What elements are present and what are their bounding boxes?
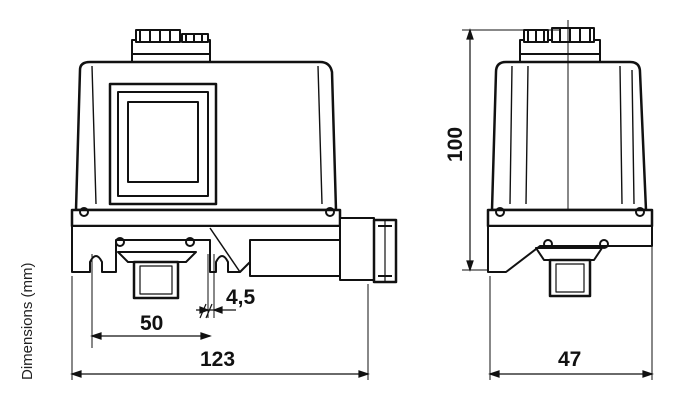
side-view <box>462 20 654 380</box>
side-housing <box>490 60 648 212</box>
front-view <box>70 29 398 380</box>
side-pressure-port <box>535 247 603 298</box>
side-base <box>486 207 654 273</box>
dimension-4-5: 4,5 <box>226 286 256 309</box>
front-dimensions <box>70 303 370 378</box>
units-label: Dimensions (mm) <box>19 262 36 380</box>
front-pressure-port <box>117 251 197 300</box>
side-dimensions <box>466 28 654 378</box>
front-display-window <box>108 82 218 206</box>
side-cable-gland <box>519 27 601 65</box>
dimension-50: 50 <box>140 312 163 335</box>
front-cable-gland <box>131 29 211 65</box>
front-side-connector <box>339 217 398 284</box>
dimension-123: 123 <box>200 348 235 371</box>
dimension-47: 47 <box>558 348 581 371</box>
dimension-100: 100 <box>444 127 467 162</box>
